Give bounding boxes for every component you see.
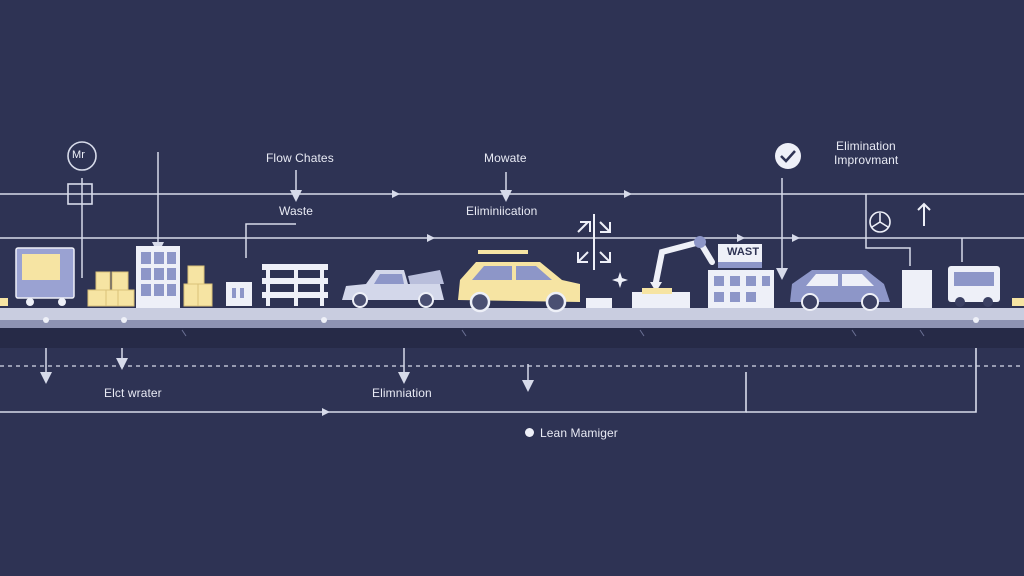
label-flow-charts: Flow Chates [266,151,334,165]
wast-sign-label: WAST [727,246,760,258]
label-elimination-top: Elimination [836,139,896,153]
monitor-cycle-icon [67,141,97,205]
pallet-shelf [262,264,328,306]
check-circle-icon [775,143,801,169]
assembly-machine [632,244,774,308]
inventory-boxes [87,265,213,307]
pickup-truck [342,270,444,308]
warehouse-rack [136,246,180,308]
label-improvement: Improvmant [834,153,899,167]
label-elimination-bottom: Elimniation [372,386,432,400]
supply-trailer [15,247,75,306]
monitor-badge-label: Mr [72,149,86,161]
storage-bin [226,282,252,306]
legend-dot [525,428,534,437]
recycle-arrows-icon [577,214,611,270]
fan-icon [869,211,891,233]
conveyor-belt [0,308,1024,348]
small-box-right [1012,298,1024,306]
label-elimination-mid: Eliminiication [466,204,538,218]
delivery-van [948,266,1000,307]
flow-arrows [322,190,800,416]
flow-lines [0,193,1024,413]
label-waste: Waste [279,204,314,218]
blue-car [790,270,890,311]
small-box [0,298,8,306]
legend-label: Lean Mamiger [540,426,618,440]
label-elct-water: Elct wrater [104,386,162,400]
side-connectors [81,178,963,278]
up-arrow-icon [917,202,931,226]
belt-ticks [181,329,925,337]
sparkle-icon [612,272,628,288]
small-crate [586,298,612,308]
label-mowate: Mowate [484,151,527,165]
robot-arm [650,236,715,292]
storage-container [902,270,932,308]
yellow-car [458,250,580,313]
